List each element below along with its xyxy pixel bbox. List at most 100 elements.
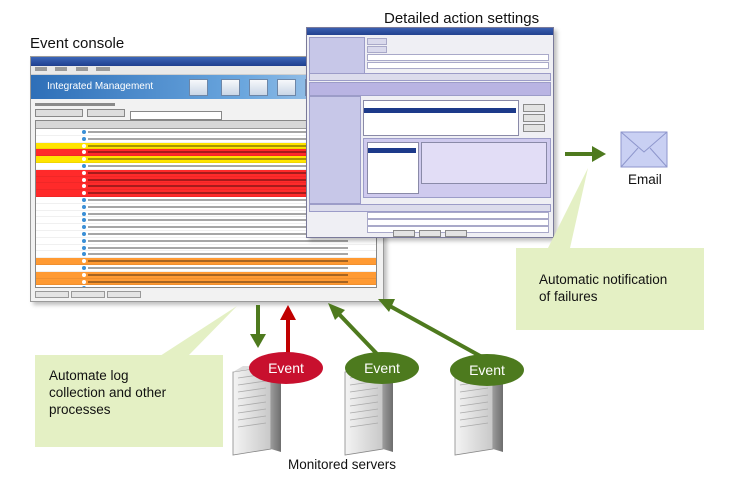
notification-callout-line: Automatic notification — [539, 272, 668, 287]
event-row-text — [88, 131, 348, 133]
dialog-condition-selected — [368, 148, 416, 153]
dialog-action-input[interactable] — [367, 212, 549, 219]
event-row-text — [88, 212, 348, 215]
severity-icon — [82, 218, 86, 223]
event-row[interactable] — [36, 271, 376, 279]
dialog-severity-options[interactable] — [421, 142, 547, 184]
severity-icon — [82, 197, 86, 202]
arrow-to-email — [565, 146, 606, 162]
event-row[interactable] — [36, 129, 376, 136]
event-row-text — [88, 158, 348, 161]
event-row-text — [88, 151, 348, 154]
event-list-header — [36, 121, 376, 129]
event-row-text — [88, 246, 348, 249]
severity-icon — [82, 252, 86, 257]
event-row[interactable] — [36, 135, 376, 143]
event-row-text — [88, 280, 348, 283]
dialog-delete-button[interactable] — [523, 124, 545, 132]
severity-icon — [82, 184, 86, 189]
severity-icon — [82, 265, 86, 270]
event-row[interactable] — [36, 230, 376, 238]
event-row-text — [88, 164, 348, 167]
event-row[interactable] — [36, 183, 376, 191]
automate-callout: Automate log collection and other proces… — [35, 355, 223, 447]
severity-icon — [82, 259, 86, 264]
severity-icon — [82, 279, 86, 284]
event-row[interactable] — [36, 142, 376, 150]
event-row[interactable] — [36, 190, 376, 197]
event-row-text — [88, 137, 348, 140]
event-row[interactable] — [36, 210, 376, 218]
event-row-text — [88, 239, 348, 242]
dialog-attribute-selected-row — [364, 108, 516, 113]
event-bubble-green: Event — [345, 352, 419, 384]
severity-icon — [82, 225, 86, 230]
event-bubble-green: Event — [450, 354, 524, 386]
severity-icon — [82, 238, 86, 243]
notification-callout: Automatic notification of failures — [516, 248, 704, 330]
event-row[interactable] — [36, 251, 376, 259]
event-bubble-label: Event — [268, 360, 304, 376]
event-row[interactable] — [36, 196, 376, 204]
severity-icon — [82, 136, 86, 141]
console-titlebar — [31, 57, 383, 66]
event-row[interactable] — [36, 278, 376, 286]
toolbar-icon — [189, 79, 208, 96]
event-row[interactable] — [36, 162, 376, 170]
event-row[interactable] — [36, 237, 376, 245]
console-banner-title: Integrated Management — [47, 81, 154, 92]
event-row-text — [88, 273, 348, 276]
dialog-input[interactable] — [367, 62, 549, 69]
severity-icon — [82, 170, 86, 175]
dialog-edit-button[interactable] — [523, 114, 545, 122]
event-row[interactable] — [36, 244, 376, 252]
event-row[interactable] — [36, 176, 376, 184]
event-row-text — [88, 178, 348, 181]
severity-icon — [82, 211, 86, 216]
event-row[interactable] — [36, 169, 376, 177]
dialog-conditions-panel — [309, 82, 551, 96]
dialog-input[interactable] — [367, 46, 387, 53]
event-row[interactable] — [36, 149, 376, 157]
event-row-text — [88, 185, 348, 188]
automate-callout-line: processes — [49, 402, 111, 417]
event-row[interactable] — [36, 224, 376, 231]
event-row[interactable] — [36, 217, 376, 225]
event-row[interactable] — [36, 285, 376, 287]
event-row-text — [88, 232, 348, 235]
event-row[interactable] — [36, 156, 376, 163]
event-row[interactable] — [36, 203, 376, 211]
dialog-add-button[interactable] — [523, 104, 545, 112]
event-list-table[interactable] — [35, 120, 377, 288]
severity-icon — [82, 177, 86, 182]
notification-callout-line: of failures — [539, 289, 598, 304]
notification-callout-tail — [548, 168, 588, 248]
dialog-titlebar — [307, 28, 553, 35]
severity-icon — [82, 191, 86, 196]
severity-icon — [82, 163, 86, 168]
severity-icon — [82, 231, 86, 236]
dialog-tab-strip — [309, 73, 551, 81]
event-bubble-label: Event — [364, 360, 400, 376]
dialog-input[interactable] — [367, 38, 387, 45]
dialog-cancel-button[interactable] — [419, 230, 441, 237]
dialog-attribute-list[interactable] — [363, 100, 519, 136]
monitored-servers-label: Monitored servers — [288, 457, 397, 472]
event-row[interactable] — [36, 264, 376, 272]
dialog-action-input[interactable] — [367, 219, 549, 226]
dialog-ok-button[interactable] — [393, 230, 415, 237]
severity-icon — [82, 204, 86, 209]
arrow-server2-to-console — [328, 303, 380, 357]
severity-icon — [82, 157, 86, 162]
server-tower-icon — [344, 365, 393, 456]
arrow-server3-to-console — [378, 299, 483, 359]
automate-callout-tail — [160, 306, 237, 356]
console-bottom-tabs — [35, 291, 143, 298]
dialog-help-button[interactable] — [445, 230, 467, 237]
event-row-text — [88, 192, 348, 195]
dialog-input[interactable] — [367, 54, 549, 61]
severity-icon — [82, 143, 86, 148]
event-row[interactable] — [36, 258, 376, 265]
toolbar-icon — [221, 79, 240, 96]
